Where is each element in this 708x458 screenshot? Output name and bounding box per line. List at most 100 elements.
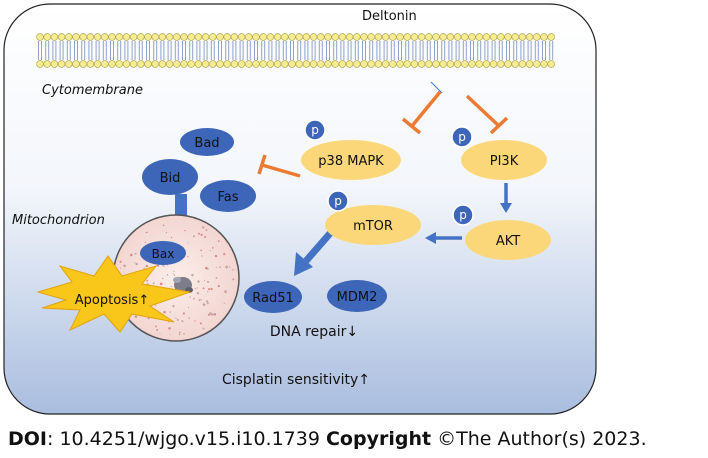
lipid-head <box>547 60 555 68</box>
lipid-head <box>115 60 123 68</box>
lipid-tail <box>88 41 93 60</box>
lipid-tail <box>448 41 453 60</box>
lipid-head <box>367 60 375 68</box>
lipid-head <box>151 33 159 41</box>
mtor-to-rad51-arrowhead <box>294 252 313 276</box>
lipid-head <box>425 33 433 41</box>
lipid-tail <box>527 41 532 60</box>
mito-speckle <box>205 266 208 270</box>
cisplatin-sensitivity-label: Cisplatin sensitivity↑ <box>222 372 370 388</box>
lipid-head <box>72 60 80 68</box>
mito-speckle <box>134 252 137 255</box>
mito-speckle <box>207 302 209 305</box>
mito-speckle <box>162 264 164 267</box>
lipid-head <box>432 60 440 68</box>
mito-speckle <box>207 313 210 316</box>
bax-label: Bax <box>152 247 175 261</box>
lipid-head <box>43 33 51 41</box>
mito-speckle <box>135 262 138 266</box>
lipid-tail <box>426 41 431 60</box>
lipid-tail <box>419 41 424 60</box>
apoptosis-burst <box>36 255 191 333</box>
lipid-head <box>410 33 419 41</box>
mito-speckle <box>169 333 171 335</box>
lipid-head <box>86 60 95 68</box>
mito-speckle <box>209 312 212 315</box>
mtor-node <box>325 205 421 245</box>
lipid-head <box>173 33 181 41</box>
mito-speckle <box>217 240 220 242</box>
lipid-head <box>50 33 59 41</box>
mito-speckle <box>165 231 168 234</box>
mito-speckle <box>200 299 202 301</box>
bax-node <box>140 241 186 265</box>
lipid-tail <box>506 41 510 60</box>
lipid-head <box>237 33 246 41</box>
mito-speckle <box>145 264 149 268</box>
deltonin-to-p38-inhibit-arrow <box>410 90 442 128</box>
lipid-head <box>57 33 66 41</box>
lipid-head <box>281 60 289 68</box>
lipid-tail <box>304 41 309 60</box>
mito-speckle <box>211 247 214 249</box>
pi3k-to-akt-arrowhead <box>500 203 512 213</box>
lipid-head <box>129 33 138 41</box>
lipid-tail <box>520 41 525 60</box>
lipid-head <box>497 60 505 68</box>
lipid-head <box>158 33 167 41</box>
rad51-label: Rad51 <box>252 291 294 306</box>
lipid-tail <box>282 41 287 60</box>
lipid-head <box>259 33 267 41</box>
mito-speckle <box>176 318 179 321</box>
mito-speckle <box>223 252 226 256</box>
mito-speckle <box>156 264 159 267</box>
mito-speckle <box>198 232 200 235</box>
mito-speckle <box>205 229 208 232</box>
lipid-tail <box>549 41 554 60</box>
lipid-head <box>273 60 282 68</box>
mito-speckle <box>172 304 175 308</box>
lipid-head <box>324 33 332 41</box>
mito-speckle <box>169 311 172 313</box>
lipid-head <box>533 33 541 41</box>
mito-speckle <box>123 264 126 268</box>
mito-speckle <box>189 296 191 298</box>
lipid-head <box>439 60 447 68</box>
mito-speckle <box>232 278 235 281</box>
mito-speckle <box>152 282 155 285</box>
lipid-head <box>180 33 188 41</box>
mito-speckle <box>210 287 213 291</box>
mito-speckle <box>154 304 157 307</box>
lipid-tail <box>189 41 194 60</box>
mito-speckle <box>196 287 198 289</box>
mito-speckle <box>204 236 207 239</box>
akt-phospho-label: p <box>459 208 467 222</box>
mitochondrion-label: Mitochondrion <box>12 213 105 228</box>
mito-speckle <box>163 310 166 314</box>
lipid-head <box>43 60 51 68</box>
lipid-head <box>165 60 174 68</box>
lipid-head <box>245 60 253 68</box>
apoptosis-label: Apoptosis↑ <box>75 293 149 308</box>
mito-speckle <box>200 249 202 252</box>
pi3k-label: PI3K <box>490 154 519 169</box>
lipid-head <box>36 33 44 41</box>
mito-speckle <box>200 233 203 237</box>
mito-speckle <box>197 280 200 283</box>
lipid-tail <box>369 41 374 60</box>
lipid-head <box>137 33 145 41</box>
lipid-head <box>468 33 476 41</box>
lipid-tail <box>398 41 402 60</box>
lipid-tail <box>246 41 251 60</box>
lipid-head <box>381 33 390 41</box>
lipid-head <box>374 33 383 41</box>
mito-speckle <box>199 322 202 325</box>
mito-speckle <box>134 262 136 264</box>
lipid-tail <box>52 41 57 60</box>
mito-speckle <box>172 273 174 275</box>
deltonin-to-pi3k-inhibit-bar <box>489 116 509 135</box>
lipid-head <box>288 60 296 68</box>
lipid-head <box>245 33 253 41</box>
mito-speckle <box>159 282 163 286</box>
mito-speckle <box>198 299 201 301</box>
